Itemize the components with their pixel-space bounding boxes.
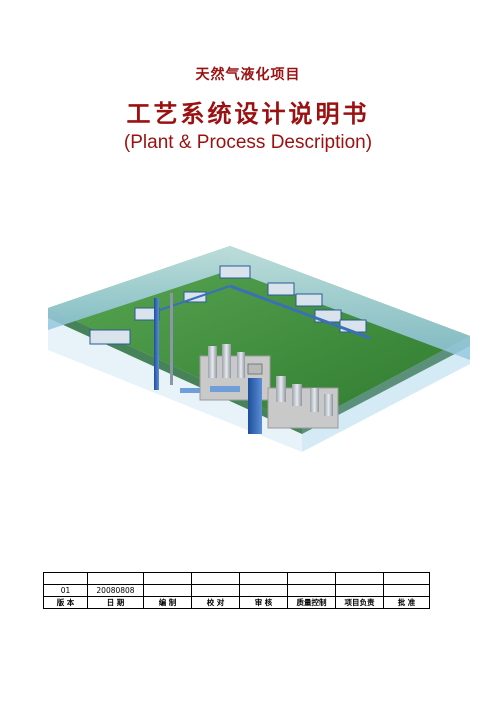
header-version: 版 本 [43,596,88,609]
header-project-manager: 项目负责 [335,596,384,609]
table-cell [383,572,430,585]
table-header-row: 版 本 日 期 编 制 校 对 审 核 质量控制 项目负责 批 准 [43,596,430,609]
revision-number: 01 [43,584,88,597]
table-cell [335,584,384,597]
table-cell [239,584,288,597]
table-cell [87,572,144,585]
header-approved: 批 准 [383,596,430,609]
document-title-english: (Plant & Process Description) [123,132,373,153]
table-cell [287,584,336,597]
header-prepared: 编 制 [143,596,192,609]
table-cell [191,572,240,585]
table-row [43,572,430,585]
table-cell [383,584,430,597]
table-row: 01 20080808 [43,584,430,597]
front-wall-right [302,336,470,452]
plant-illustration [48,246,470,452]
equipment-skids [89,265,367,345]
flare-stack [154,298,159,390]
cold-box [248,378,262,434]
table-cell [287,572,336,585]
header-reviewed: 审 核 [239,596,288,609]
revision-date: 20080808 [87,584,144,597]
table-cell [143,584,192,597]
table-cell [143,572,192,585]
document-title: 工艺系统设计说明书 [126,100,370,128]
table-cell [43,572,88,585]
table-cell [239,572,288,585]
process-area [180,344,339,434]
back-wall-right [230,246,470,360]
header-date: 日 期 [87,596,144,609]
header-checked: 校 对 [191,596,240,609]
table-cell [191,584,240,597]
header-quality-control: 质量控制 [287,596,336,609]
project-subtitle: 天然气液化项目 [195,67,301,83]
back-wall-left [48,246,230,330]
revision-table: 01 20080808 版 本 日 期 编 制 校 对 审 核 质量控制 项目负… [43,572,430,609]
table-cell [335,572,384,585]
